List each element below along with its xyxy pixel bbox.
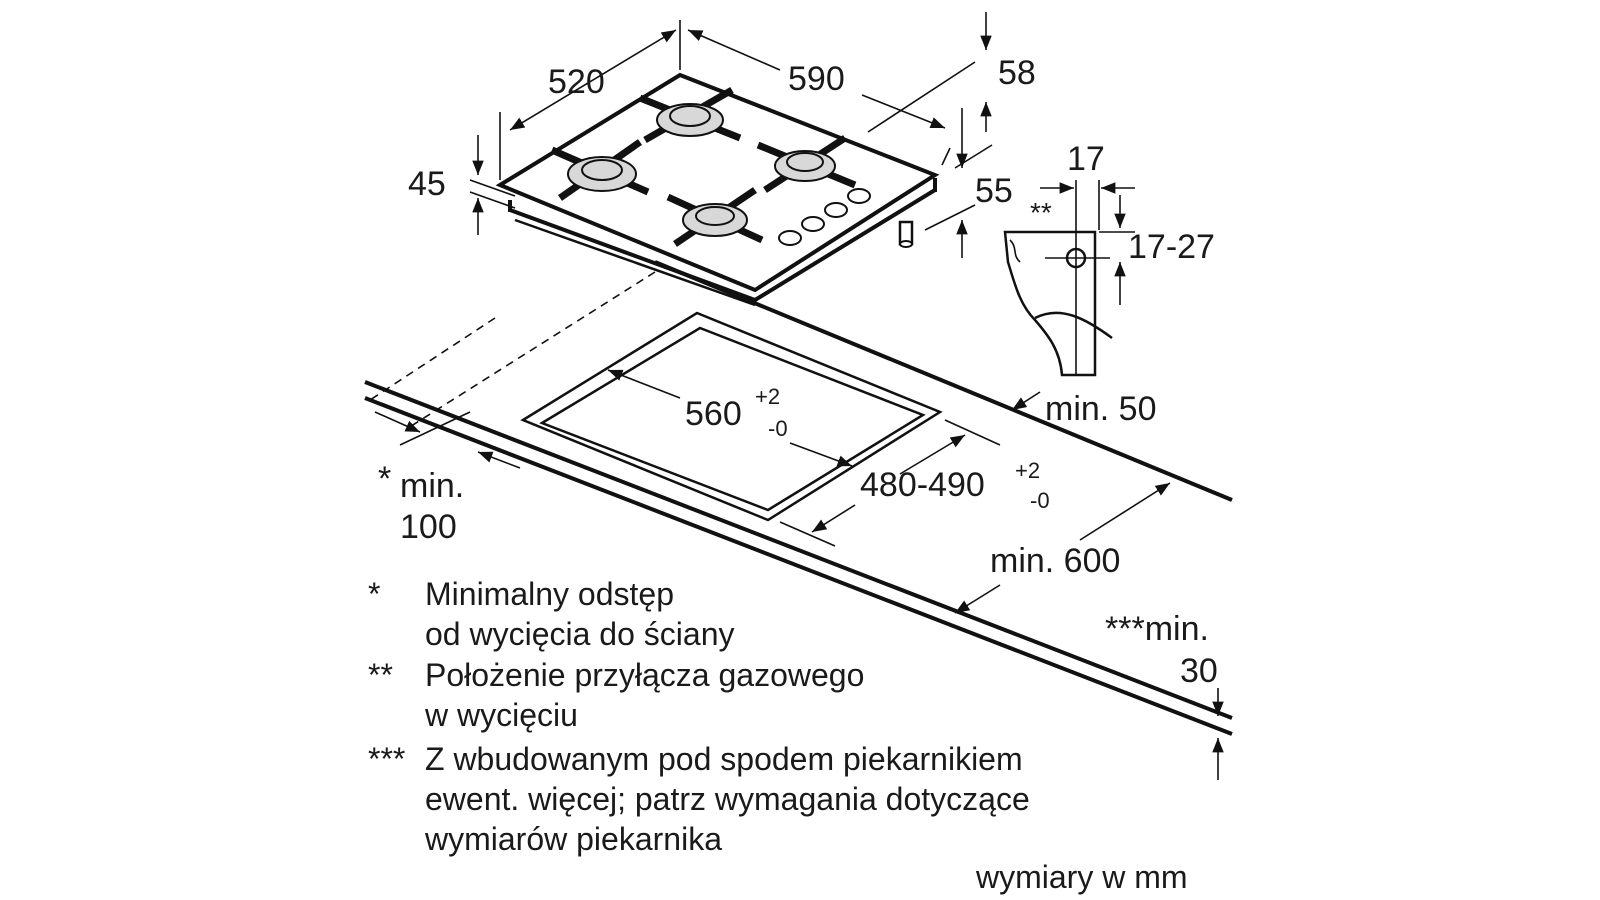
worktop-dimensions: 560 +2 -0 480-490 +2 -0 min. 50 min. 600… xyxy=(374,369,1224,780)
note-3-line-1: Z wbudowanym pod spodem piekarnikiem xyxy=(425,741,1023,777)
hob-top-surface xyxy=(495,72,940,293)
burner-front-right xyxy=(666,187,764,247)
dim-min-600: min. 600 xyxy=(990,542,1120,580)
note-3-line-2: ewent. więcej; patrz wymagania dotyczące xyxy=(425,781,1030,817)
dim-wall-min-value: 100 xyxy=(400,508,457,546)
dim-480-490-tol-minus: -0 xyxy=(1030,488,1050,513)
dim-55: 55 xyxy=(975,172,1013,210)
worktop-front-bottom-edge xyxy=(364,396,1233,736)
units-note: wymiary w mm xyxy=(975,859,1188,895)
dim-wall-min-label: min. xyxy=(400,467,464,505)
worktop-drawing xyxy=(364,260,1233,736)
dim-560-tol-plus: +2 xyxy=(755,384,780,409)
gas-marker: ** xyxy=(1030,197,1052,228)
dim-560-tol-minus: -0 xyxy=(768,416,788,441)
cutout-inner xyxy=(539,326,926,512)
dim-wall-star: * xyxy=(378,460,391,498)
worktop-back-edge xyxy=(654,260,1233,502)
gas-connector xyxy=(898,220,914,248)
note-2-line-1: Położenie przyłącza gazowego xyxy=(425,657,864,693)
dim-oven-min-label: ***min. xyxy=(1105,610,1209,648)
dim-17: 17 xyxy=(1067,140,1105,178)
notes: * Minimalny odstęp od wycięcia do ściany… xyxy=(368,576,1188,895)
dim-560: 560 xyxy=(685,395,742,433)
dim-oven-min-value: 30 xyxy=(1180,652,1218,690)
note-2-line-2: w wycięciu xyxy=(424,697,578,733)
dim-480-490-tol-plus: +2 xyxy=(1015,458,1040,483)
burner-front-left xyxy=(550,139,650,201)
note-3-marker: *** xyxy=(368,741,405,777)
worktop-front-top-edge xyxy=(364,380,1233,720)
dim-45: 45 xyxy=(408,165,446,203)
gas-section-detail: 17 17-27 ** xyxy=(1003,140,1215,377)
note-1-line-2: od wycięcia do ściany xyxy=(425,616,734,652)
note-2-marker: ** xyxy=(368,657,393,693)
note-3-line-3: wymiarów piekarnika xyxy=(424,821,722,857)
burner-back-right xyxy=(756,135,857,193)
note-1-marker: * xyxy=(368,576,380,612)
hob-front-edge xyxy=(509,188,937,303)
dim-480-490: 480-490 xyxy=(860,466,985,504)
burner-back-left xyxy=(638,86,742,144)
hob-dimensions: 520 590 58 55 45 xyxy=(408,12,1036,258)
dim-58: 58 xyxy=(998,54,1036,92)
dim-min-50: min. 50 xyxy=(1045,390,1157,428)
dim-590: 590 xyxy=(788,60,845,98)
control-knobs xyxy=(778,188,871,246)
hob-drawing xyxy=(495,72,940,307)
note-1-line-1: Minimalny odstęp xyxy=(425,576,674,612)
dim-17-27: 17-27 xyxy=(1128,228,1215,266)
dim-520: 520 xyxy=(548,63,605,101)
cutout-outer xyxy=(520,311,943,522)
